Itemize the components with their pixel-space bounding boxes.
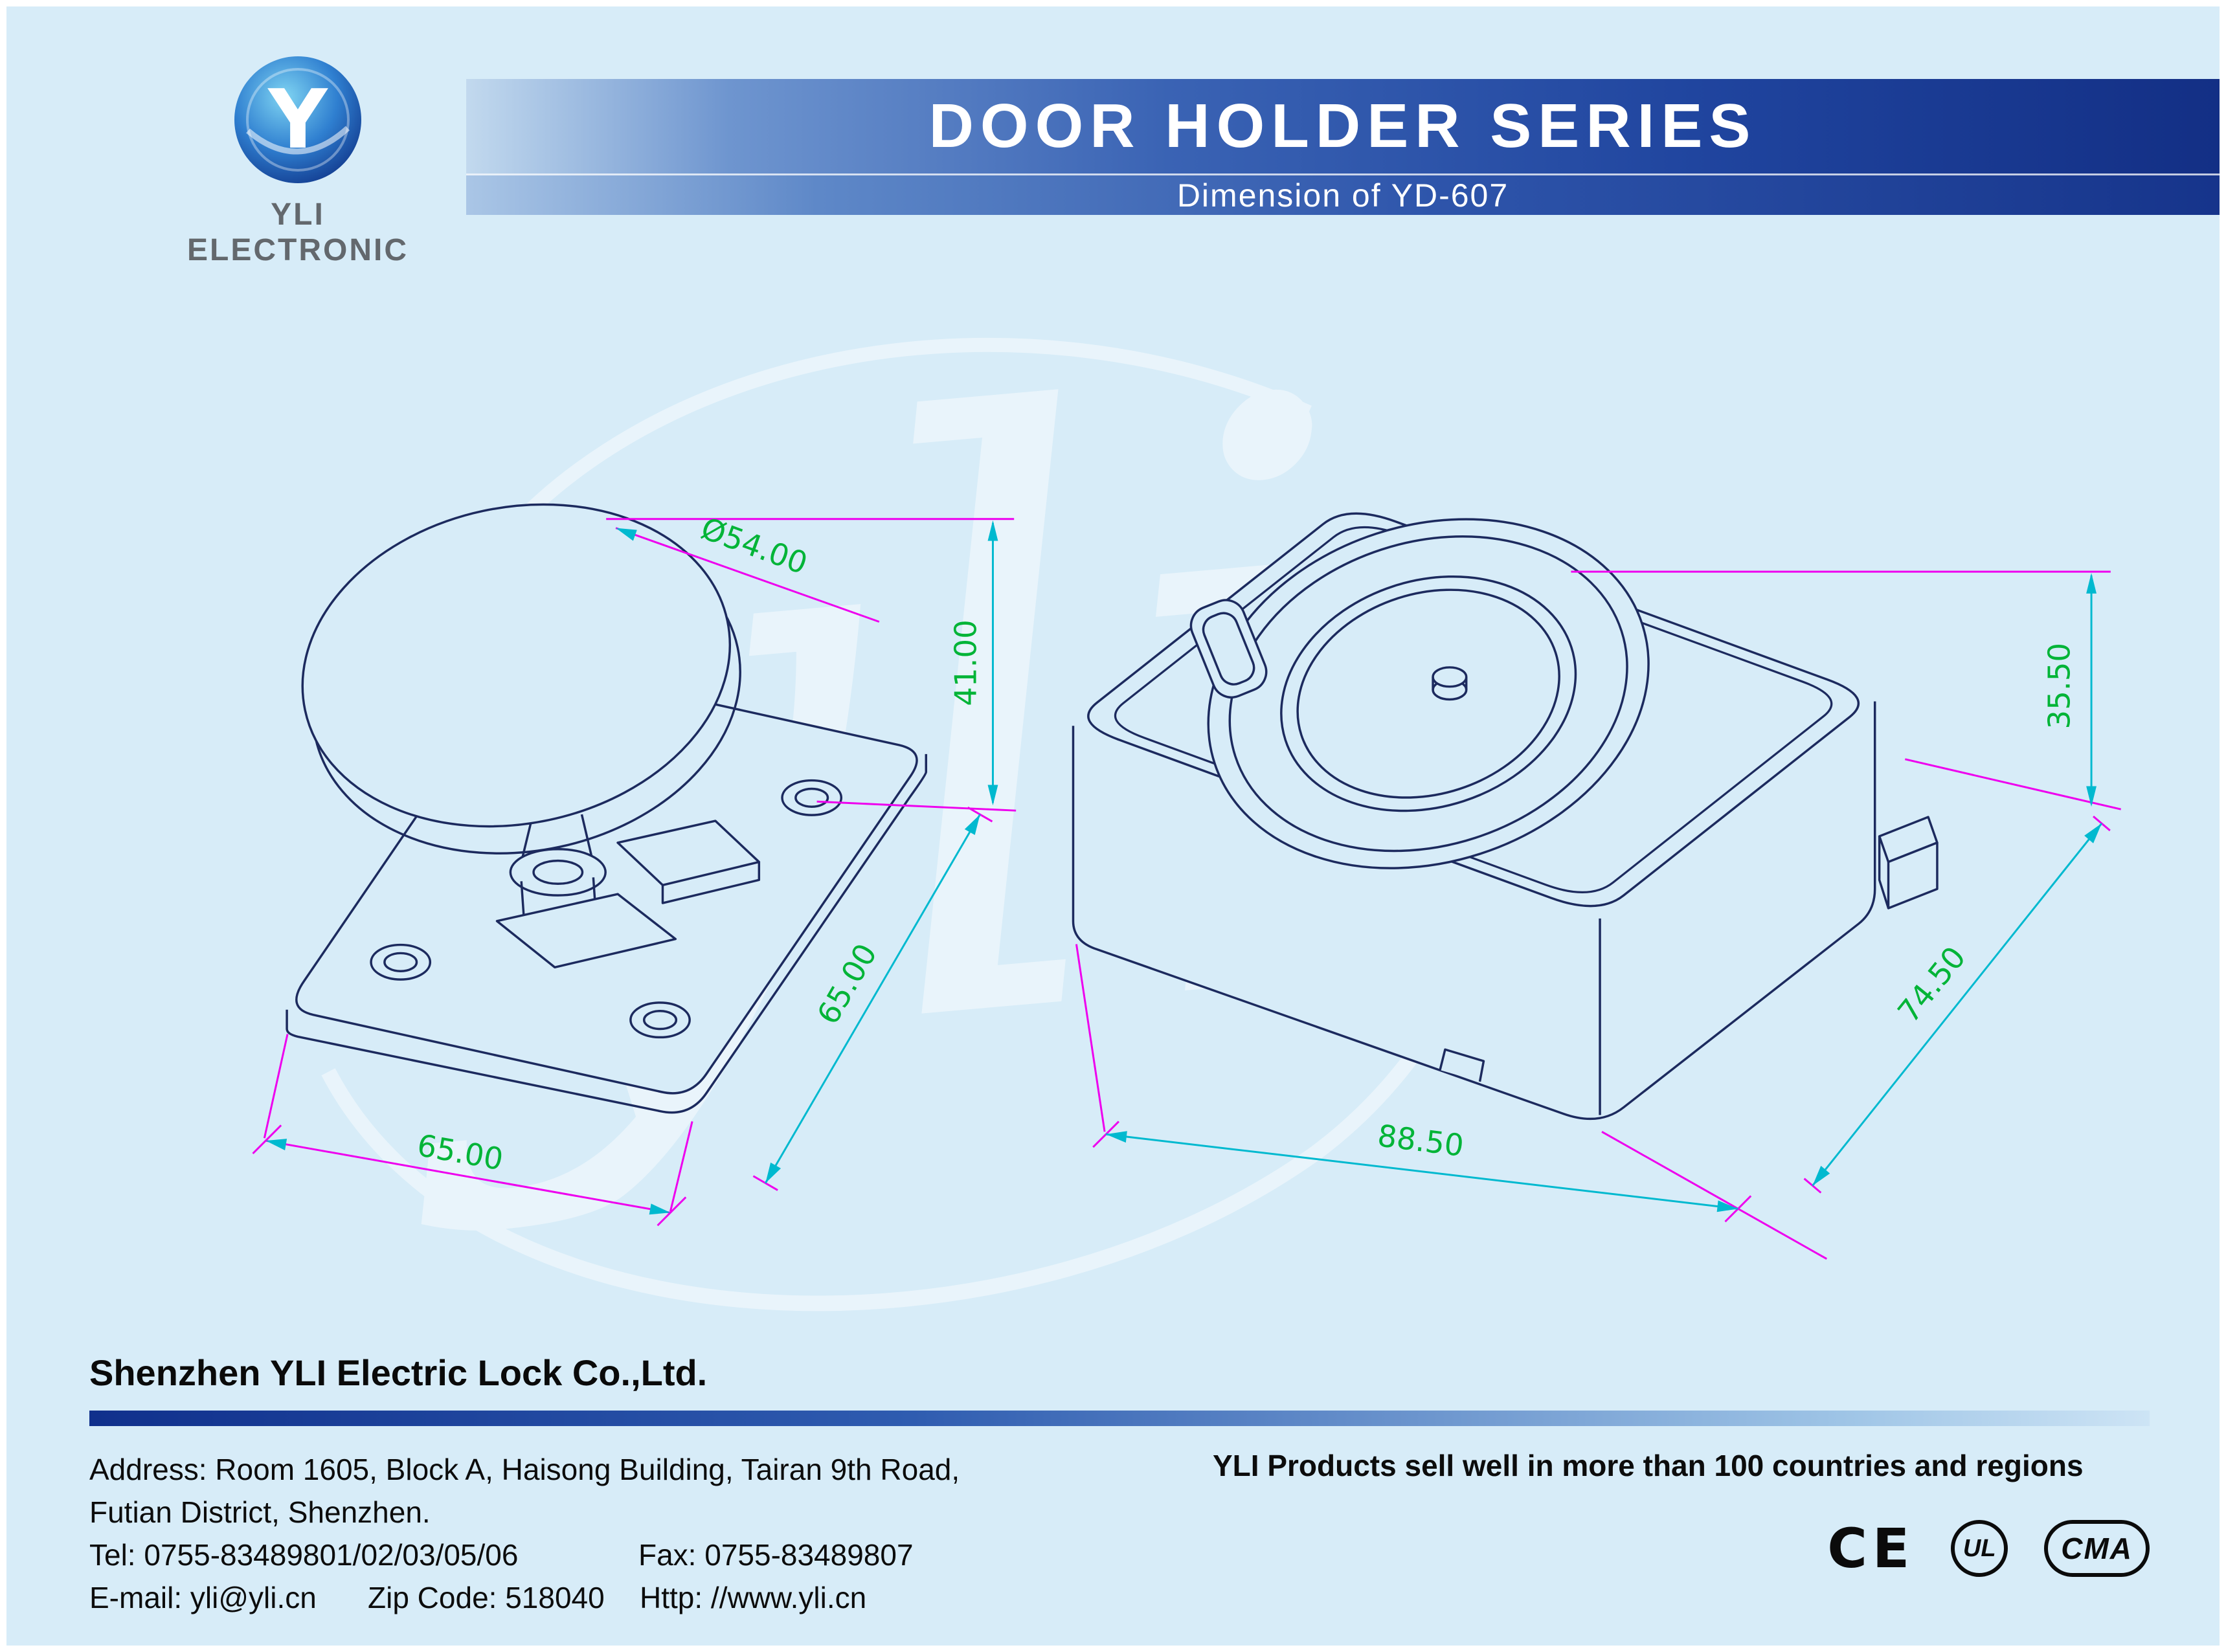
dim-body-depth: 74.50 [1891,940,1972,1029]
dimension-arrowheads [265,520,2102,1215]
arrowhead [964,814,980,835]
hinge-clevis-lines [520,814,594,862]
hinge-knuckle-inner [532,859,584,886]
dim-plate-depth-line [764,814,981,1184]
zip-code: Zip Code: 518040 [368,1581,605,1614]
hinge-side-block-thickness [661,862,761,904]
pin-top [1432,666,1468,688]
body-top-chamfer [1114,526,1833,893]
dim-body-depth-line [1812,823,2103,1187]
arrowhead [265,1139,287,1151]
arrowhead [1106,1131,1127,1143]
plate-thickness-edge [286,753,928,1114]
mounting-hole-right [781,779,843,816]
arrowhead [2084,823,2102,843]
right-view-magnet-body [1072,512,1939,1121]
arrowhead [987,520,998,541]
ext-body-width [1075,944,1828,1260]
ext-body-corner [1905,758,2122,810]
dim-plate-width-line [265,1139,671,1214]
dim-body-width-line [1105,1133,1738,1210]
address-line-2: Futian District, Shenzhen. [89,1495,431,1529]
footer-columns: Address: Room 1605, Block A, Haisong Bui… [89,1448,2150,1619]
arrowhead [1716,1200,1738,1212]
brand-logo: Y YLI ELECTRONIC [155,52,440,268]
logo-sphere [234,56,361,183]
address-line-1: Address: Room 1605, Block A, Haisong Bui… [89,1453,960,1486]
company-name: Shenzhen YLI Electric Lock Co.,Ltd. [89,1352,708,1393]
divider-rule [89,1411,2150,1426]
arrowhead [765,1162,781,1183]
cma-mark: CMA [2044,1520,2150,1577]
hole-bore [642,1010,678,1031]
hinge-base-boss [495,893,677,969]
left-view-door-stop [286,503,928,1114]
certifications: CE UL CMA [1213,1517,2150,1580]
hole-countersink [629,1001,691,1039]
logo-ring [246,68,350,172]
rubber-pad-face [301,503,732,828]
logo-swoosh [246,126,350,155]
hole-bore [383,952,418,972]
top-slot [1189,599,1268,698]
mounting-hole-bottom [629,1001,691,1039]
website: Http: //www.yli.cn [640,1581,867,1614]
brand-name: YLI ELECTRONIC [187,197,409,267]
magnet-recess-inner [1296,588,1560,799]
dimension-lines [764,522,2103,1210]
hinge-knuckle-outer [509,847,607,897]
slot-inner [1202,612,1255,686]
footer: Shenzhen YLI Electric Lock Co.,Ltd. Addr… [89,1352,2150,1619]
ext-plate-width [263,1034,693,1212]
hole-countersink [370,943,432,981]
technical-drawing: yli [252,230,2122,1312]
hole-bore [794,787,829,808]
email-row: E-mail: yli@yli.cn Zip Code: 518040 Http: … [89,1576,2150,1619]
release-button [1878,816,1939,910]
slot-outer [1189,599,1268,698]
button-front-face [1887,842,1939,910]
magnet-armature-face [1207,518,1650,869]
hole-countersink [781,779,843,816]
footer-right-column: YLI Products sell well in more than 100 … [1213,1448,2150,1580]
dim-body-height: 35.50 [2041,643,2076,729]
center-pin [1432,666,1468,701]
arrowhead [1812,1165,1830,1186]
telephone: Tel: 0755-83489801/02/03/05/06 [89,1538,519,1572]
ce-mark: CE [1827,1517,1915,1580]
fax: Fax: 0755-83489807 [638,1538,914,1572]
title-banner: DOOR HOLDER SERIES Dimension of YD-607 [466,79,2220,215]
arrowhead [2086,786,2097,807]
bottom-notch [1439,1048,1485,1082]
arrowhead [2086,573,2097,594]
dim-overall-height: 41.00 [949,620,984,706]
model-subtitle: Dimension of YD-607 [466,173,2220,215]
contact-block: Address: Room 1605, Block A, Haisong Bui… [89,1448,2150,1619]
phone-row: Tel: 0755-83489801/02/03/05/06 Fax: 0755-… [89,1534,2150,1576]
brand-logo-mark: Y [234,56,361,183]
tick-plate-width [252,1124,687,1227]
series-title: DOOR HOLDER SERIES [466,79,2220,173]
button-side-edge [1878,836,1890,909]
ext-plate-corner [816,800,1017,812]
mounting-hole-left [370,943,432,981]
email: E-mail: yli@yli.cn [89,1581,317,1614]
logo-letter: Y [267,72,328,167]
arrowhead [649,1203,671,1215]
ul-mark: UL [1951,1520,2008,1577]
slogan: YLI Products sell well in more than 100 … [1213,1449,2084,1482]
arrowhead [987,785,998,806]
arrowhead [616,528,637,541]
pad-hinge-joint [495,814,761,969]
watermark-flourish-upper [466,337,1312,580]
leader-pad-diameter [615,527,880,623]
